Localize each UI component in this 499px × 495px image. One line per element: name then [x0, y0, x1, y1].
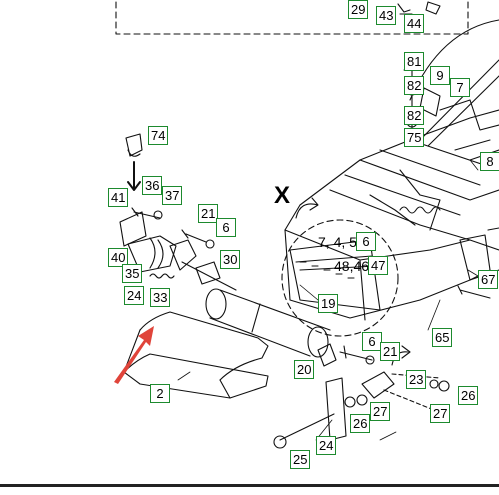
leader-lines: [177, 159, 479, 441]
callout-36: 36: [142, 176, 163, 195]
bracket-41: [119, 211, 147, 247]
plate-24: [325, 377, 347, 441]
group-label-top: 7, 4, 5,: [318, 234, 361, 250]
detail-circle: [281, 219, 399, 337]
bracket-30: [195, 261, 221, 285]
detail-bolts: [299, 261, 355, 279]
group-label-bottom: 48,46: [334, 258, 370, 274]
callout-23: 23: [406, 370, 427, 389]
callout-81: 81: [404, 52, 425, 71]
nut-25: [273, 435, 287, 449]
callout-33: 33: [150, 288, 171, 307]
callout-82-a: 82: [404, 76, 425, 95]
callout-6-a: 6: [216, 218, 236, 237]
callout-65: 65: [432, 328, 453, 347]
callout-43: 43: [376, 6, 397, 25]
callout-82-b: 82: [404, 106, 425, 125]
washer-6b: [365, 355, 375, 365]
callout-21-a: 21: [198, 204, 219, 223]
washer-27b: [429, 379, 439, 389]
bracket-9: [419, 87, 441, 117]
detail-bracket: [289, 239, 381, 311]
frame-cross: [369, 169, 441, 231]
hub-20: [317, 343, 337, 367]
x-marker: X: [274, 182, 291, 209]
frame-spring: [399, 206, 441, 214]
callout-41: 41: [108, 188, 129, 207]
callout-75: 75: [404, 128, 425, 147]
belt-bottom: [123, 353, 269, 399]
bracket-74: [125, 133, 143, 157]
roller-end-right: [307, 326, 329, 358]
x-arrow: [295, 197, 319, 219]
washer-27a: [356, 394, 368, 406]
washer-37: [153, 210, 163, 220]
callout-44: 44: [404, 14, 425, 33]
roller-joint: [251, 303, 261, 333]
callout-21-b: 21: [380, 342, 401, 361]
callout-8: 8: [480, 152, 499, 171]
callout-67: 67: [478, 270, 499, 289]
frame-top-rails: [344, 139, 499, 216]
callout-26-a: 26: [350, 414, 371, 433]
callout-40: 40: [108, 248, 129, 267]
callout-6-group: 6: [356, 232, 376, 251]
frame-outline: [284, 109, 499, 319]
callout-35: 35: [122, 264, 143, 283]
bearing-flange: [169, 239, 197, 271]
frame-right-detail: [439, 99, 499, 161]
callout-20: 20: [294, 360, 315, 379]
frame-diagonal-bar: [419, 59, 499, 147]
callout-24-a: 24: [124, 286, 145, 305]
callout-25: 25: [290, 450, 311, 469]
callout-19: 19: [318, 294, 339, 313]
arrow-74: [127, 161, 141, 191]
bolt-67: [457, 285, 491, 299]
callout-24-b: 24: [316, 436, 337, 455]
callout-6-b: 6: [362, 332, 382, 351]
callout-2: 2: [150, 384, 170, 403]
roller-body: [209, 289, 331, 357]
bottom-rule: [0, 484, 499, 487]
washer-26b: [438, 380, 450, 392]
top-bolt-44: [425, 1, 441, 15]
callout-27-b: 27: [430, 404, 451, 423]
shaft-left: [181, 261, 237, 291]
callout-47: 47: [368, 256, 389, 275]
belt-top: [139, 311, 269, 381]
roller-end-left: [205, 288, 227, 320]
callout-37: 37: [162, 186, 183, 205]
bolt-36: [131, 207, 161, 219]
spring-35: [149, 273, 175, 279]
callout-26-b: 26: [458, 386, 479, 405]
washer-26a: [344, 396, 356, 408]
callout-7: 7: [450, 78, 470, 97]
callout-30: 30: [220, 250, 241, 269]
bracket-23: [361, 371, 395, 399]
washer-6a: [205, 239, 215, 249]
belt-fold: [123, 329, 231, 399]
callout-27-a: 27: [370, 402, 391, 421]
upper-dashed-frame: [115, 1, 469, 35]
callout-29: 29: [348, 0, 369, 19]
top-bolt-43: [397, 3, 413, 15]
callout-9: 9: [430, 66, 450, 85]
frame-lower-plate: [284, 229, 471, 321]
callout-74: 74: [148, 126, 169, 145]
bolt-21: [181, 229, 207, 243]
highlight-arrow: [114, 326, 154, 384]
rod-24b: [279, 413, 335, 441]
